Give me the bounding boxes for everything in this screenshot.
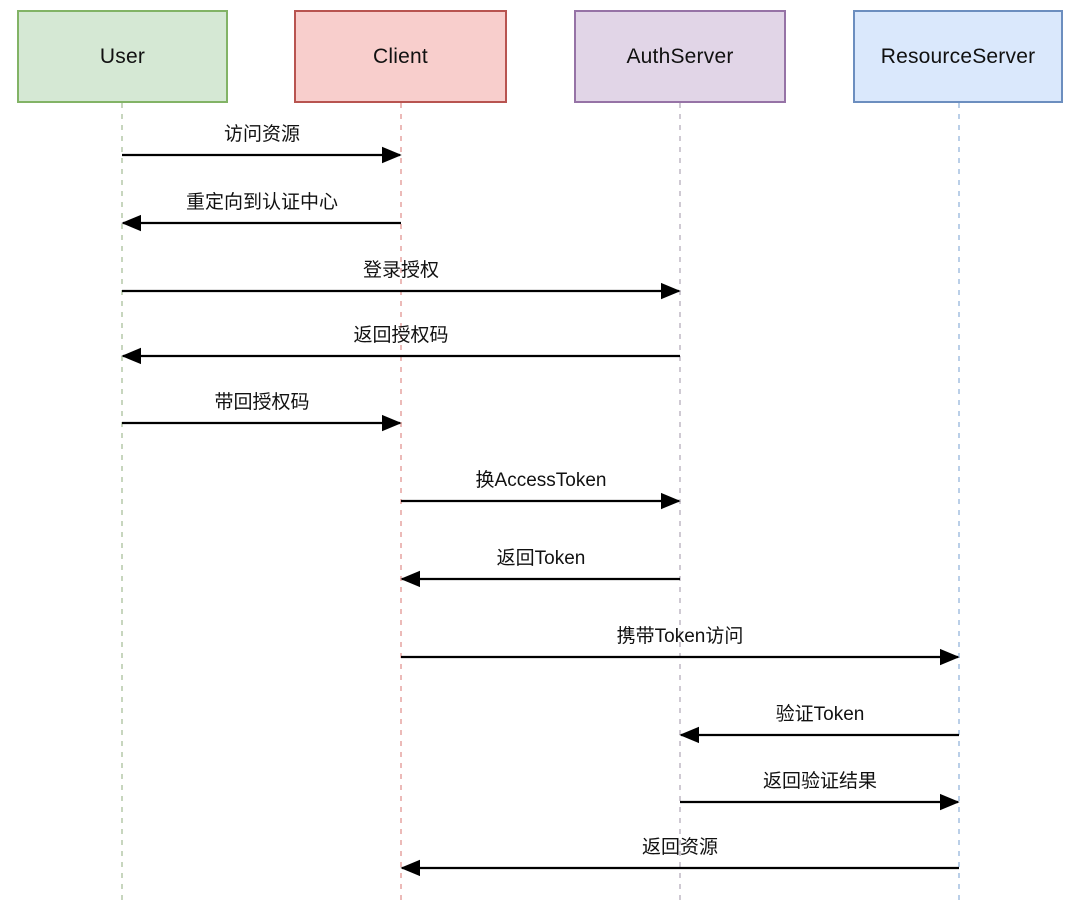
message-label-3: 登录授权 (362, 260, 440, 282)
message-label-5: 带回授权码 (214, 392, 310, 414)
participant-label-client: Client (373, 44, 428, 68)
message-label-2: 重定向到认证中心 (185, 192, 339, 214)
message-label-10: 返回验证结果 (762, 771, 878, 793)
message-label-7: 返回Token (496, 548, 586, 570)
message-arrows-group (121, 146, 960, 877)
participant-label-authserver: AuthServer (626, 44, 734, 68)
participant-box-user[interactable]: User (17, 10, 228, 103)
participant-label-user: User (99, 44, 146, 68)
message-label-1: 访问资源 (223, 124, 301, 146)
participant-box-resourceserver[interactable]: ResourceServer (853, 10, 1063, 103)
message-label-4: 返回授权码 (353, 325, 449, 347)
participant-box-authserver[interactable]: AuthServer (574, 10, 786, 103)
message-label-9: 验证Token (775, 704, 865, 726)
participant-box-client[interactable]: Client (294, 10, 507, 103)
message-label-6: 换AccessToken (475, 470, 607, 492)
message-label-8: 携带Token访问 (616, 626, 744, 648)
participant-label-resourceserver: ResourceServer (880, 44, 1036, 68)
message-label-11: 返回资源 (641, 837, 719, 859)
